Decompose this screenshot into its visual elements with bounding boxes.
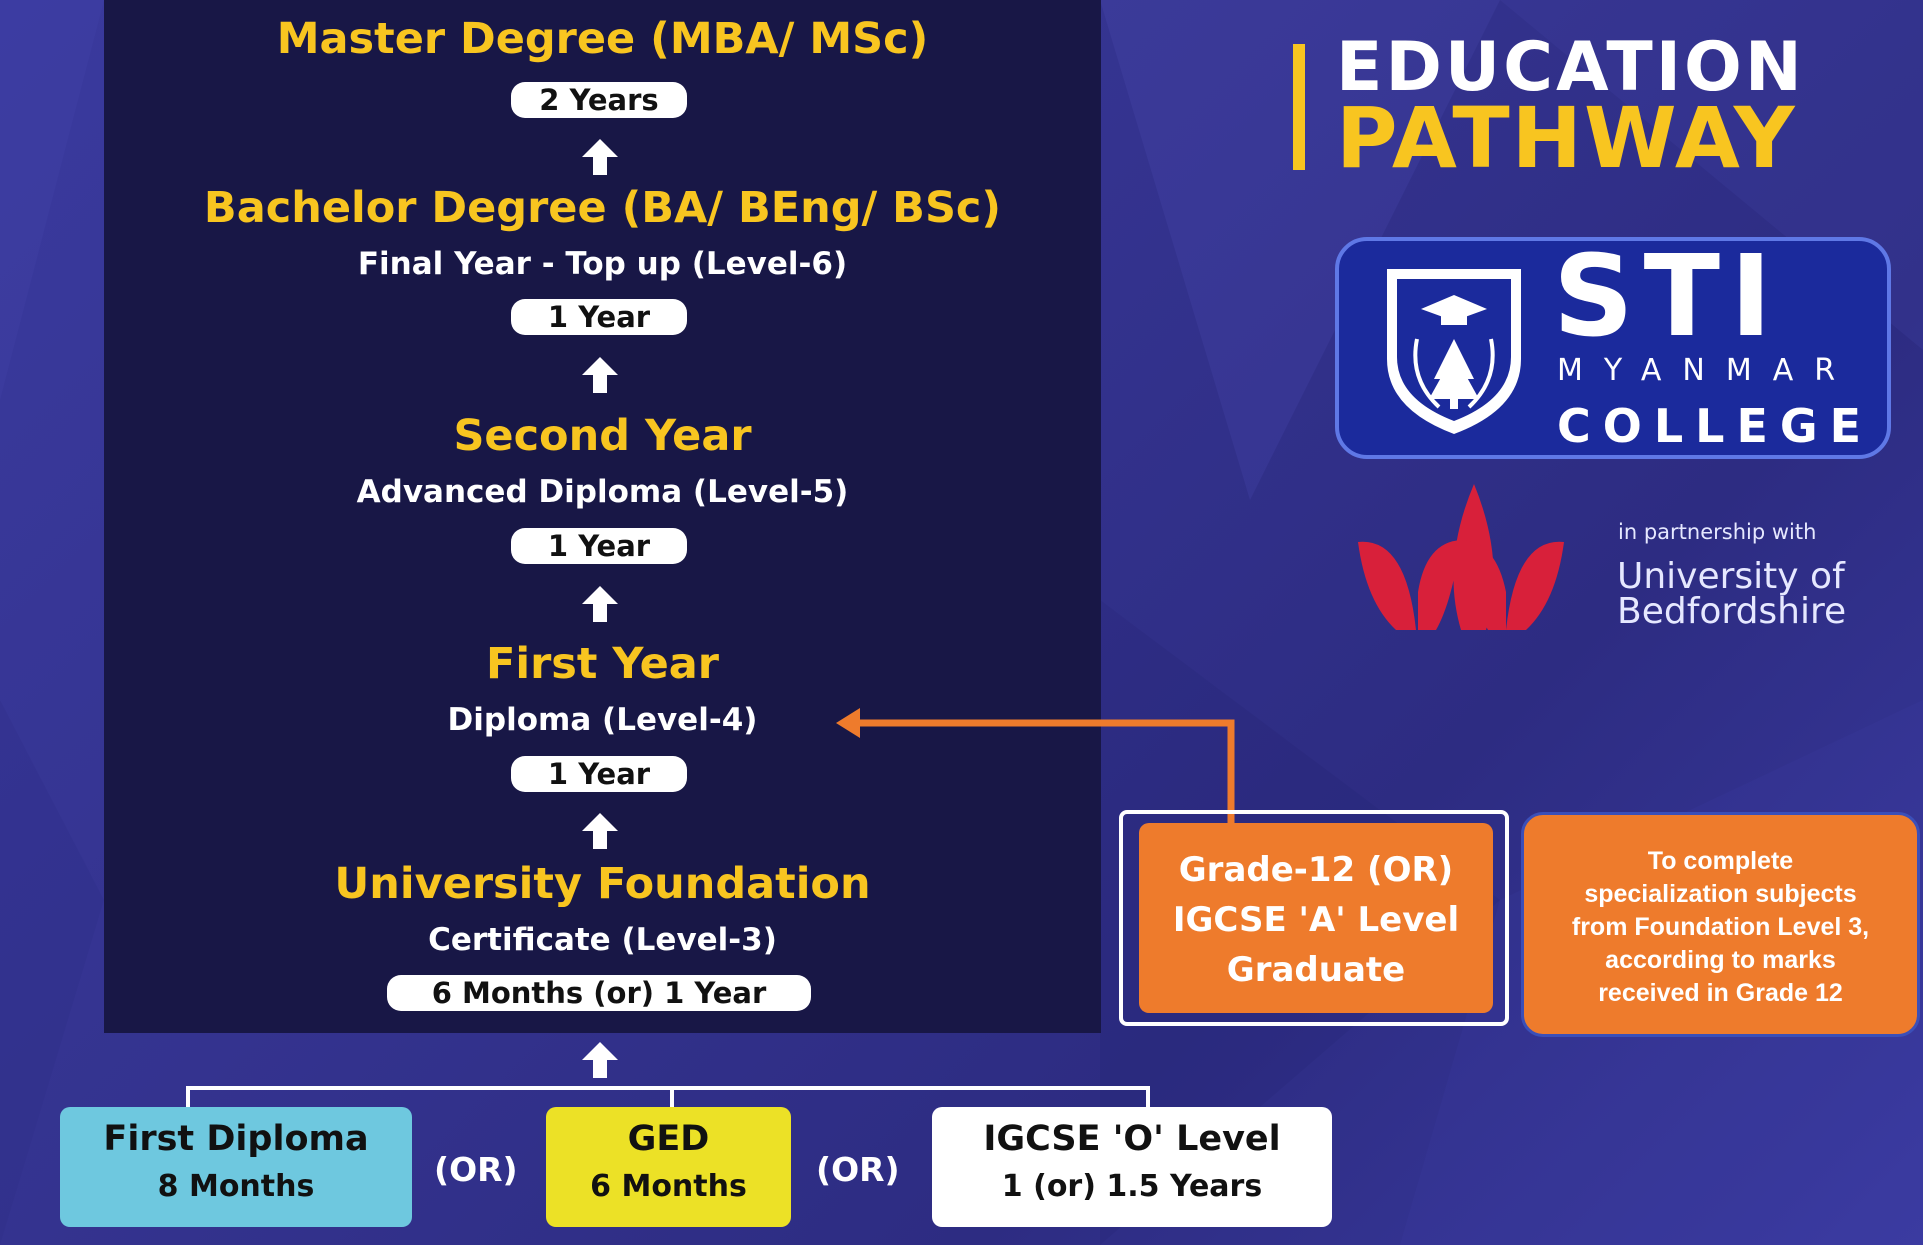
note-line-2: specialization subjects [1584,880,1857,908]
heading-pathway: PATHWAY [1336,89,1797,187]
arrow-up-icon [582,139,618,175]
second-year-subtitle: Advanced Diploma (Level-5) [356,474,849,510]
bachelor-duration-pill: 1 Year [511,299,687,335]
first-year-duration-pill: 1 Year [511,756,687,792]
master-degree-title: Master Degree (MBA/ MSc) [276,14,929,64]
entry-ged-title: GED [627,1119,710,1159]
direct-entry-line-3: Graduate [1226,950,1406,990]
direct-entry-line-1: Grade-12 (OR) [1178,850,1454,890]
partnership-label: in partnership with [1618,520,1817,544]
foundation-subtitle: Certificate (Level-3) [428,922,777,958]
sti-logo-college: COLLEGE [1557,399,1874,453]
foundation-title: University Foundation [334,859,871,909]
or-label: (OR) [816,1150,900,1189]
entry-igcse-title: IGCSE 'O' Level [983,1119,1281,1159]
entry-ged-duration: 6 Months [590,1169,747,1204]
second-year-title: Second Year [453,411,752,461]
crest-icon [1387,269,1521,434]
sti-logo-name: STI [1553,232,1782,362]
partner-name-line-2: Bedfordshire [1617,591,1847,632]
arrow-up-icon [582,813,618,849]
entry-igcse-o-level: IGCSE 'O' Level 1 (or) 1.5 Years [932,1107,1332,1227]
direct-entry-frame [1119,810,1509,1026]
second-year-duration-pill: 1 Year [511,528,687,564]
heading-bar [1293,44,1305,170]
master-duration-pill: 2 Years [511,82,687,118]
heading-education: EDUCATION [1336,28,1805,107]
entry-first-diploma-title: First Diploma [103,1119,369,1159]
arrow-up-icon [582,586,618,622]
bachelor-degree-title: Bachelor Degree (BA/ BEng/ BSc) [203,183,1002,233]
note-line-5: received in Grade 12 [1598,979,1843,1007]
note-line-4: according to marks [1605,946,1836,974]
sti-logo: STI MYANMAR COLLEGE [1335,237,1891,459]
sti-logo-country: MYANMAR [1557,353,1857,388]
arrow-up-icon [582,1042,618,1078]
direct-entry-line-2: IGCSE 'A' Level [1172,900,1460,940]
direct-entry-box: Grade-12 (OR) IGCSE 'A' Level Graduate [1139,823,1493,1013]
note-line-3: from Foundation Level 3, [1571,913,1870,941]
first-year-subtitle: Diploma (Level-4) [447,702,758,738]
note-line-1: To complete [1647,847,1794,875]
first-year-title: First Year [485,639,719,689]
foundation-duration-pill: 6 Months (or) 1 Year [387,975,811,1011]
arrow-up-icon [582,357,618,393]
entry-first-diploma-duration: 8 Months [157,1169,315,1204]
partner-name-line-1: University of [1617,556,1845,597]
entry-first-diploma: First Diploma 8 Months [60,1107,412,1227]
specialization-note: To complete specialization subjects from… [1521,812,1920,1037]
or-label: (OR) [434,1150,518,1189]
bedfordshire-logo-icon [1358,484,1564,630]
entry-igcse-duration: 1 (or) 1.5 Years [1001,1169,1263,1204]
bachelor-subtitle: Final Year - Top up (Level-6) [357,246,848,282]
entry-ged: GED 6 Months [546,1107,791,1227]
